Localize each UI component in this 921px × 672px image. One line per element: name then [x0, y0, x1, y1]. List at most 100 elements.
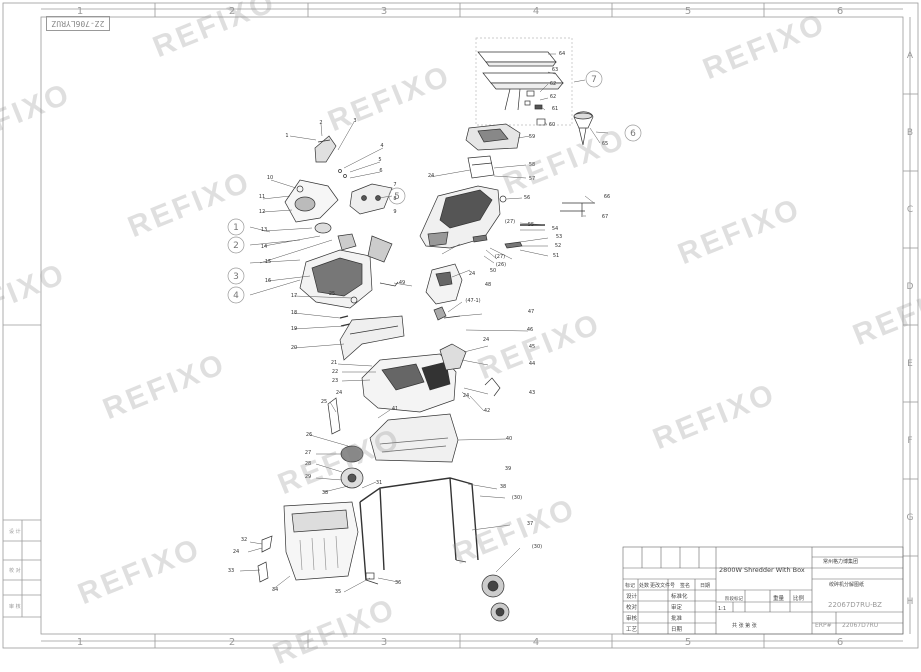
callout: 53	[556, 234, 562, 240]
col-num-top: 4	[533, 6, 539, 17]
callout: 63	[552, 67, 558, 73]
row-letter: F	[907, 436, 912, 446]
callout: (30)	[532, 544, 542, 550]
pin-part	[560, 202, 595, 217]
callout: 15	[265, 259, 271, 265]
row-right: 标准化	[671, 592, 688, 600]
scale-value: 1:1	[718, 606, 726, 612]
circled-number: 4	[233, 291, 239, 301]
callout: 58	[529, 162, 535, 168]
header-cell: 签名	[680, 582, 690, 589]
callout: 24	[233, 549, 239, 555]
header-cell: 更改文件号	[650, 582, 675, 589]
callout: 64	[559, 51, 565, 57]
exploded-view-drawing: 1 2 3 4 5 6 1 2 3 4 5 6 A B C D E F G H …	[2, 2, 919, 649]
callout: 16	[265, 278, 271, 284]
row-letter: C	[907, 205, 913, 215]
callout: 45	[529, 344, 535, 350]
small-clip-part	[536, 118, 546, 126]
left-strip-label: 审 核	[9, 603, 21, 610]
callout: 36	[395, 580, 401, 586]
reference-code: 2Z-706LYRUZ	[46, 16, 110, 31]
small-clip-part	[526, 90, 535, 97]
callout: 14	[261, 244, 267, 250]
callout: 42	[484, 408, 490, 414]
row-letter: B	[907, 128, 913, 138]
callout: 26	[306, 432, 312, 438]
callout: 60	[549, 122, 555, 128]
parts	[257, 37, 595, 622]
callout: (27)	[495, 254, 505, 260]
weight-label: 重量	[773, 594, 785, 602]
callout: 62	[550, 81, 556, 87]
callout: 6	[379, 168, 382, 174]
callout: 33	[228, 568, 234, 574]
company-name: 常州格力博集团	[823, 558, 858, 565]
row-letters: A B C D E F G H	[907, 51, 914, 607]
callout: 51	[553, 253, 559, 259]
callout: 24	[483, 337, 489, 343]
callout: 56	[524, 195, 530, 201]
callout: 17	[291, 293, 297, 299]
circled-number: 2	[233, 241, 239, 251]
side-cover-part	[339, 315, 405, 361]
gear-part	[314, 222, 332, 234]
callout: (30)	[512, 495, 522, 501]
scale-label: 比例	[793, 594, 805, 602]
callout: 59	[529, 134, 535, 140]
callout: 2	[319, 120, 322, 126]
callout: 57	[529, 176, 535, 182]
circled-number: 1	[233, 223, 239, 233]
column-numbers: 1 2 3 4 5 6 1 2 3 4 5 6	[77, 6, 843, 648]
callout: 10	[267, 175, 273, 181]
row-left: 设计	[626, 592, 638, 600]
callout: 18	[291, 310, 297, 316]
row-right: 审定	[671, 603, 683, 611]
callout: 13	[261, 227, 267, 233]
callout: 27	[305, 450, 311, 456]
callout: (26)	[496, 262, 506, 268]
row-letter: H	[907, 597, 914, 607]
callout: 20	[291, 345, 297, 351]
circled-number: 7	[591, 75, 597, 85]
col-num-top: 6	[837, 6, 843, 17]
col-num-bottom: 4	[533, 637, 539, 648]
header-cell: 标记	[625, 582, 635, 589]
circled-number: 5	[394, 192, 400, 202]
col-num-bottom: 1	[77, 637, 83, 648]
title-block-text: 2800W Shredder With Box 常州格力博集团 绞碎机分解图纸 …	[625, 558, 882, 633]
drawing-number-2: 22067D7RU	[842, 622, 878, 629]
col-num-top: 3	[381, 6, 387, 17]
callout: 46	[527, 327, 533, 333]
callout: 29	[305, 474, 311, 480]
callout: 9	[393, 209, 396, 215]
callouts: 1 2 3 4 5 6 7 8 9 10 11 12 13 14 15 16 1…	[228, 51, 610, 595]
callout: 31	[376, 480, 382, 486]
callout: 25	[321, 399, 327, 405]
callout: 34	[272, 587, 278, 593]
blade-plate-part	[349, 183, 393, 215]
callout: 28	[305, 461, 311, 467]
callout: 12	[259, 209, 265, 215]
callout: 38	[322, 490, 328, 496]
callout: 7	[393, 182, 396, 188]
callout: 39	[505, 466, 511, 472]
callout: 11	[259, 194, 265, 200]
callout: 55	[528, 222, 534, 228]
col-num-top: 1	[77, 6, 83, 17]
small-clip-part	[524, 100, 531, 106]
sheet-frame	[2, 2, 919, 649]
title-block	[622, 546, 904, 635]
row-letter: E	[907, 359, 913, 369]
row-left: 审核	[626, 614, 638, 622]
col-num-bottom: 3	[381, 637, 387, 648]
callout: 24	[336, 390, 342, 396]
col-num-bottom: 5	[685, 637, 691, 648]
row-right: 批准	[671, 614, 683, 622]
callout: 67	[602, 214, 608, 220]
callout: 23	[332, 378, 338, 384]
callout: 40	[506, 436, 512, 442]
small-clip-part	[534, 104, 543, 110]
callout: 19	[291, 326, 297, 332]
